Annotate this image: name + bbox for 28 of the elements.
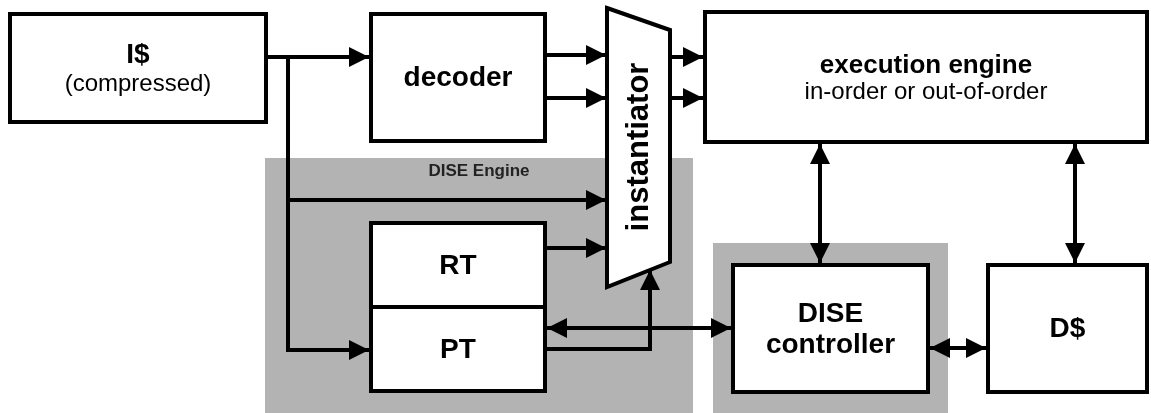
- arrow: [547, 45, 606, 65]
- block-label: instantiator: [620, 62, 656, 232]
- block-box: [703, 10, 1149, 144]
- block-label: in-order or out-of-order: [804, 78, 1048, 105]
- arrow: [1065, 144, 1085, 263]
- arrow: [547, 88, 606, 108]
- block-label: I$: [126, 39, 150, 71]
- block-label: PT: [440, 333, 476, 365]
- block-box: [986, 263, 1149, 394]
- block-label: decoder: [403, 62, 513, 93]
- controller-region: [713, 243, 948, 413]
- block-box: [8, 12, 268, 124]
- block-label: RT: [439, 249, 477, 281]
- arrow: [547, 238, 606, 258]
- block-label: execution engine: [819, 49, 1033, 79]
- arrow: [671, 47, 703, 67]
- arrow: [547, 318, 731, 338]
- block-box: [731, 263, 930, 394]
- arrow: [810, 144, 830, 263]
- arrow: [547, 269, 660, 351]
- arrow: [671, 88, 703, 108]
- arrow: [930, 338, 986, 358]
- block-label: (compressed): [64, 70, 212, 97]
- block-label: D$: [1049, 313, 1086, 344]
- block-label: controller: [765, 328, 896, 360]
- region-title: DISE Engine: [428, 162, 530, 181]
- block-box: [369, 12, 547, 143]
- block-label: DISE: [797, 297, 864, 329]
